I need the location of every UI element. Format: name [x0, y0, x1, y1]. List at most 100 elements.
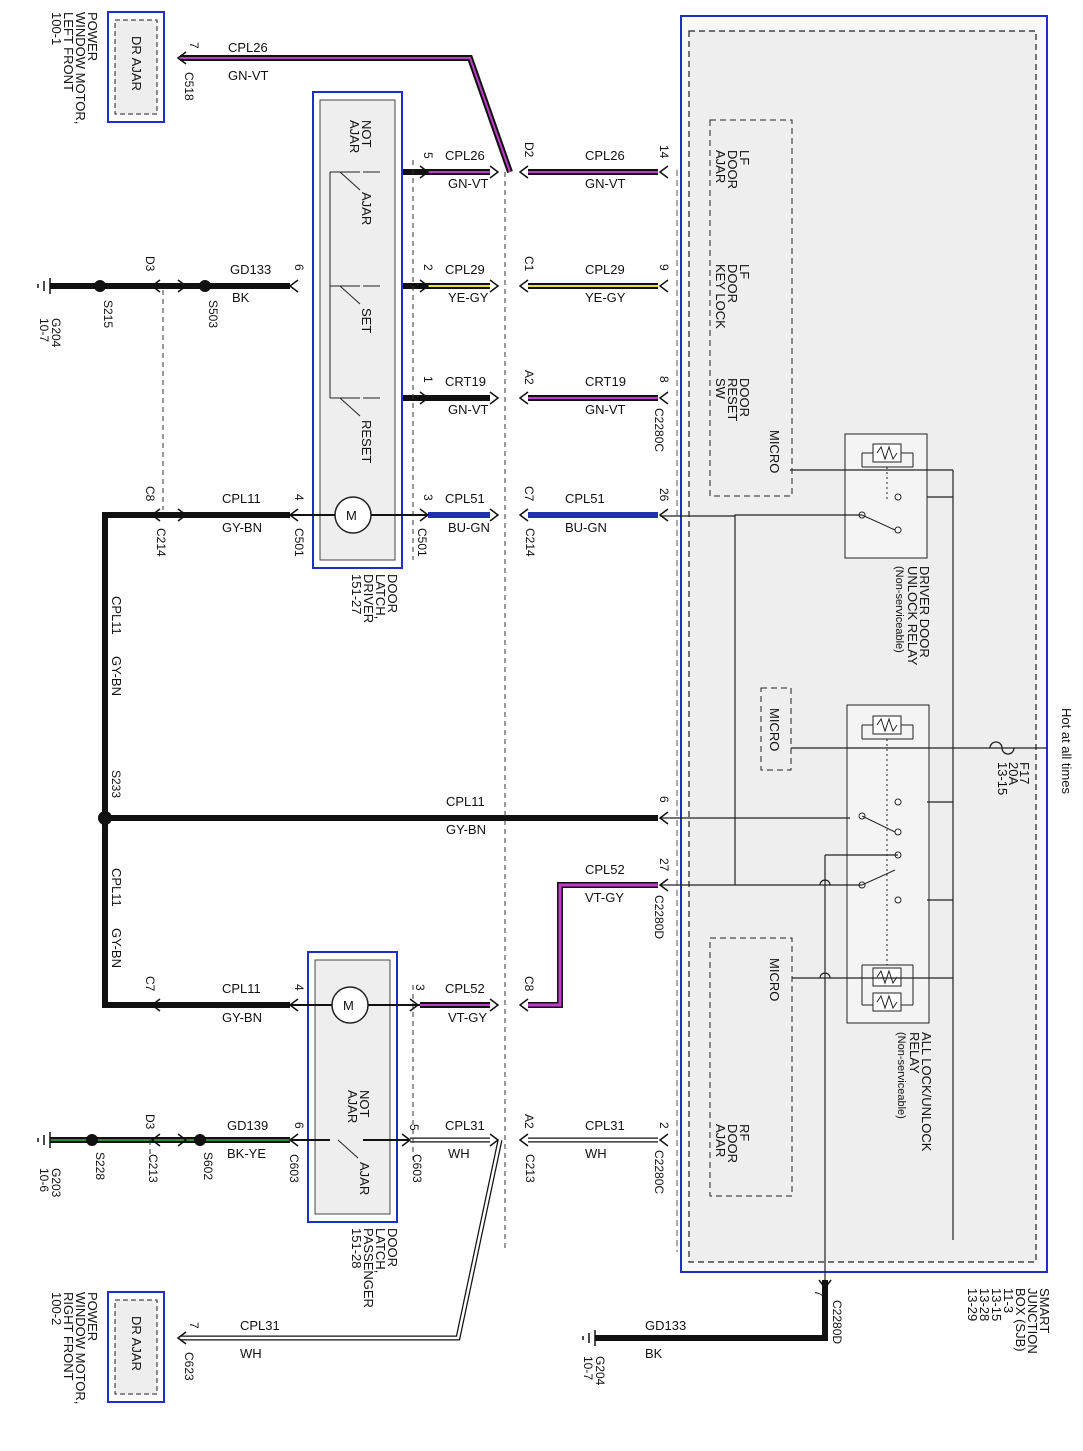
pass-not-ajar-1: NOT [357, 1090, 372, 1118]
door-latch-driver [290, 91, 428, 569]
wire-label-gnvt-c: GN-VT [448, 402, 489, 417]
g204-1: G204 [49, 318, 63, 348]
wire-label-vtgy-b: VT-GY [448, 1010, 487, 1025]
wire-label-yegy-a: YE-GY [448, 290, 489, 305]
passenger-motor-m: M [343, 998, 354, 1013]
wire-label-cpl52-b: CPL52 [445, 981, 485, 996]
rf-ajar-1: RF [737, 1124, 752, 1141]
wire-label-cpl11-v2: CPL11 [109, 868, 124, 907]
conn-d3-b: D3 [143, 1114, 157, 1130]
rf-motor-3: RIGHT FRONT [61, 1292, 76, 1381]
conn-c2280d-1: C2280D [652, 895, 666, 939]
lf-window-motor [107, 11, 165, 123]
splices [86, 280, 211, 1146]
pin-3-b: 3 [413, 984, 427, 991]
driver-not-ajar-2: AJAR [347, 120, 362, 153]
conn-c623: C623 [182, 1352, 196, 1381]
wire-label-cpl29-a: CPL29 [445, 262, 485, 277]
rf-ajar-3: AJAR [713, 1124, 728, 1157]
conn-c7-b: C7 [143, 976, 157, 992]
sjb-title-4: 11-3 [1001, 1288, 1016, 1313]
rf-motor-1: POWER [85, 1292, 100, 1341]
wire-label-gd133-a: GD133 [230, 262, 271, 277]
wire-label-bk-b: BK [645, 1346, 663, 1361]
conn-c8-a: C8 [143, 486, 157, 502]
wire-label-gnvt-b: GN-VT [585, 176, 626, 191]
all-relay-1: ALL LOCK/UNLOCK [919, 1032, 934, 1152]
wire-label-cpl29-b: CPL29 [585, 262, 625, 277]
latch-pass-3: PASSENGER [361, 1228, 376, 1308]
wire-label-cpl31-b: CPL31 [585, 1118, 625, 1133]
latch-driver-3: DRIVER [361, 574, 376, 623]
latch-pass-1: DOOR [385, 1228, 400, 1267]
wire-label-cpl11-b: CPL11 [446, 794, 485, 809]
conn-c603-b: C603 [410, 1154, 424, 1183]
latch-pass-4: 151-28 [349, 1228, 364, 1268]
pin-7-lf: 7 [187, 42, 201, 49]
pin-1: 1 [421, 376, 435, 383]
driver-ajar: AJAR [359, 192, 374, 225]
dr-ajar-lf: DR AJAR [129, 36, 144, 91]
conn-c2280d-2: C2280D [830, 1300, 844, 1344]
wire-label-gybn-v2: GY-BN [109, 928, 124, 968]
pin-26: 26 [657, 488, 671, 502]
all-relay-3: (Non-serviceable) [895, 1032, 907, 1119]
wire-label-bugn-a: BU-GN [448, 520, 490, 535]
latch-driver-1: DOOR [385, 574, 400, 613]
lf-ajar-3: AJAR [713, 150, 728, 183]
ground-g204-icon [37, 278, 51, 294]
conn-a2-b: A2 [522, 1114, 536, 1129]
driver-relay-3: (Non-serviceable) [893, 566, 905, 653]
reset-sw-1: DOOR [737, 378, 752, 417]
wire-label-cpl26-b: CPL26 [585, 148, 625, 163]
sjb-title-3: BOX (SJB) [1013, 1288, 1028, 1352]
door-latch-passenger [290, 951, 420, 1223]
pin-9: 9 [657, 264, 671, 271]
fuse-ref: 13-15 [995, 762, 1010, 795]
conn-c603-a: C603 [287, 1154, 301, 1183]
pin-6-a: 6 [292, 264, 306, 271]
driver-relay-1: DRIVER DOOR [917, 566, 932, 658]
micro-label-1: MICRO [767, 430, 782, 473]
wire-label-gybn-a: GY-BN [222, 520, 262, 535]
pin-4-b: 4 [292, 984, 306, 991]
splice-s228 [86, 1134, 98, 1146]
micro-label-2: MICRO [767, 708, 782, 751]
fuse-amps: 20A [1006, 762, 1021, 785]
splice-s233-label: S233 [109, 770, 123, 798]
g204-2: 10-7 [37, 318, 51, 342]
wire-label-gybn-v1: GY-BN [109, 656, 124, 696]
wire-label-gd139: GD139 [227, 1118, 268, 1133]
all-relay-2: RELAY [907, 1032, 922, 1074]
sjb-internal-wiring [660, 469, 1047, 1280]
reset-sw-3: SW [713, 378, 728, 400]
micro-rf-block [709, 937, 793, 1197]
driver-set: SET [359, 308, 374, 333]
conn-c8-b: C8 [522, 976, 536, 992]
lf-motor-2: WINDOW MOTOR, [73, 12, 88, 124]
wire-label-crt19-a: CRT19 [445, 374, 486, 389]
wire-label-bk-a: BK [232, 290, 250, 305]
reset-sw-2: RESET [725, 378, 740, 421]
wire-label-cpl52-a: CPL52 [585, 862, 625, 877]
wire-label-gd133-b: GD133 [645, 1318, 686, 1333]
wire-label-gnvt-a: GN-VT [448, 176, 489, 191]
smart-junction-box [660, 15, 1048, 1280]
wire-label-gybn-b: GY-BN [446, 822, 486, 837]
wire-label-bkye: BK-YE [227, 1146, 266, 1161]
lf-ajar-1: LF [737, 150, 752, 165]
wire-cpl11 [102, 512, 290, 1008]
latch-driver-4: 151-27 [349, 574, 364, 614]
sjb-arrows [150, 51, 832, 1345]
hot-at-all-times: Hot at all times [1059, 708, 1074, 794]
driver-reset: RESET [359, 420, 374, 463]
rf-ajar-2: DOOR [725, 1124, 740, 1163]
splice-s602-label: S602 [201, 1152, 215, 1180]
fuse-f17 [989, 741, 1015, 755]
wire-label-wh-a: WH [448, 1146, 470, 1161]
pin-3-a: 3 [421, 494, 435, 501]
wire-gd133-lower [595, 1280, 828, 1341]
micro-center-block [760, 687, 792, 771]
fuse-name: F17 [1017, 762, 1032, 784]
